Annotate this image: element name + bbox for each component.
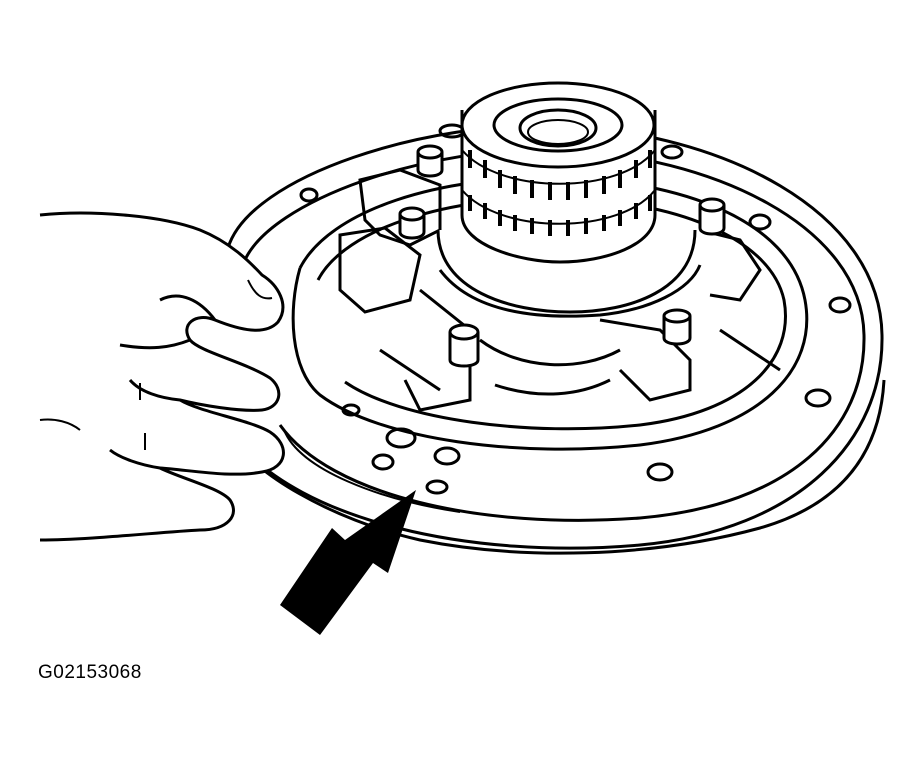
pointer-arrow-icon: [280, 490, 416, 635]
seal-ring-lines: [462, 150, 655, 224]
oil-passage-pattern: [468, 150, 652, 236]
flange-bolt-holes: [301, 125, 850, 493]
hand-illustration: [40, 213, 283, 540]
figure-id-label: G02153068: [38, 662, 142, 683]
stator-shaft-hub: [438, 83, 695, 312]
mounting-bolts: [400, 146, 724, 366]
